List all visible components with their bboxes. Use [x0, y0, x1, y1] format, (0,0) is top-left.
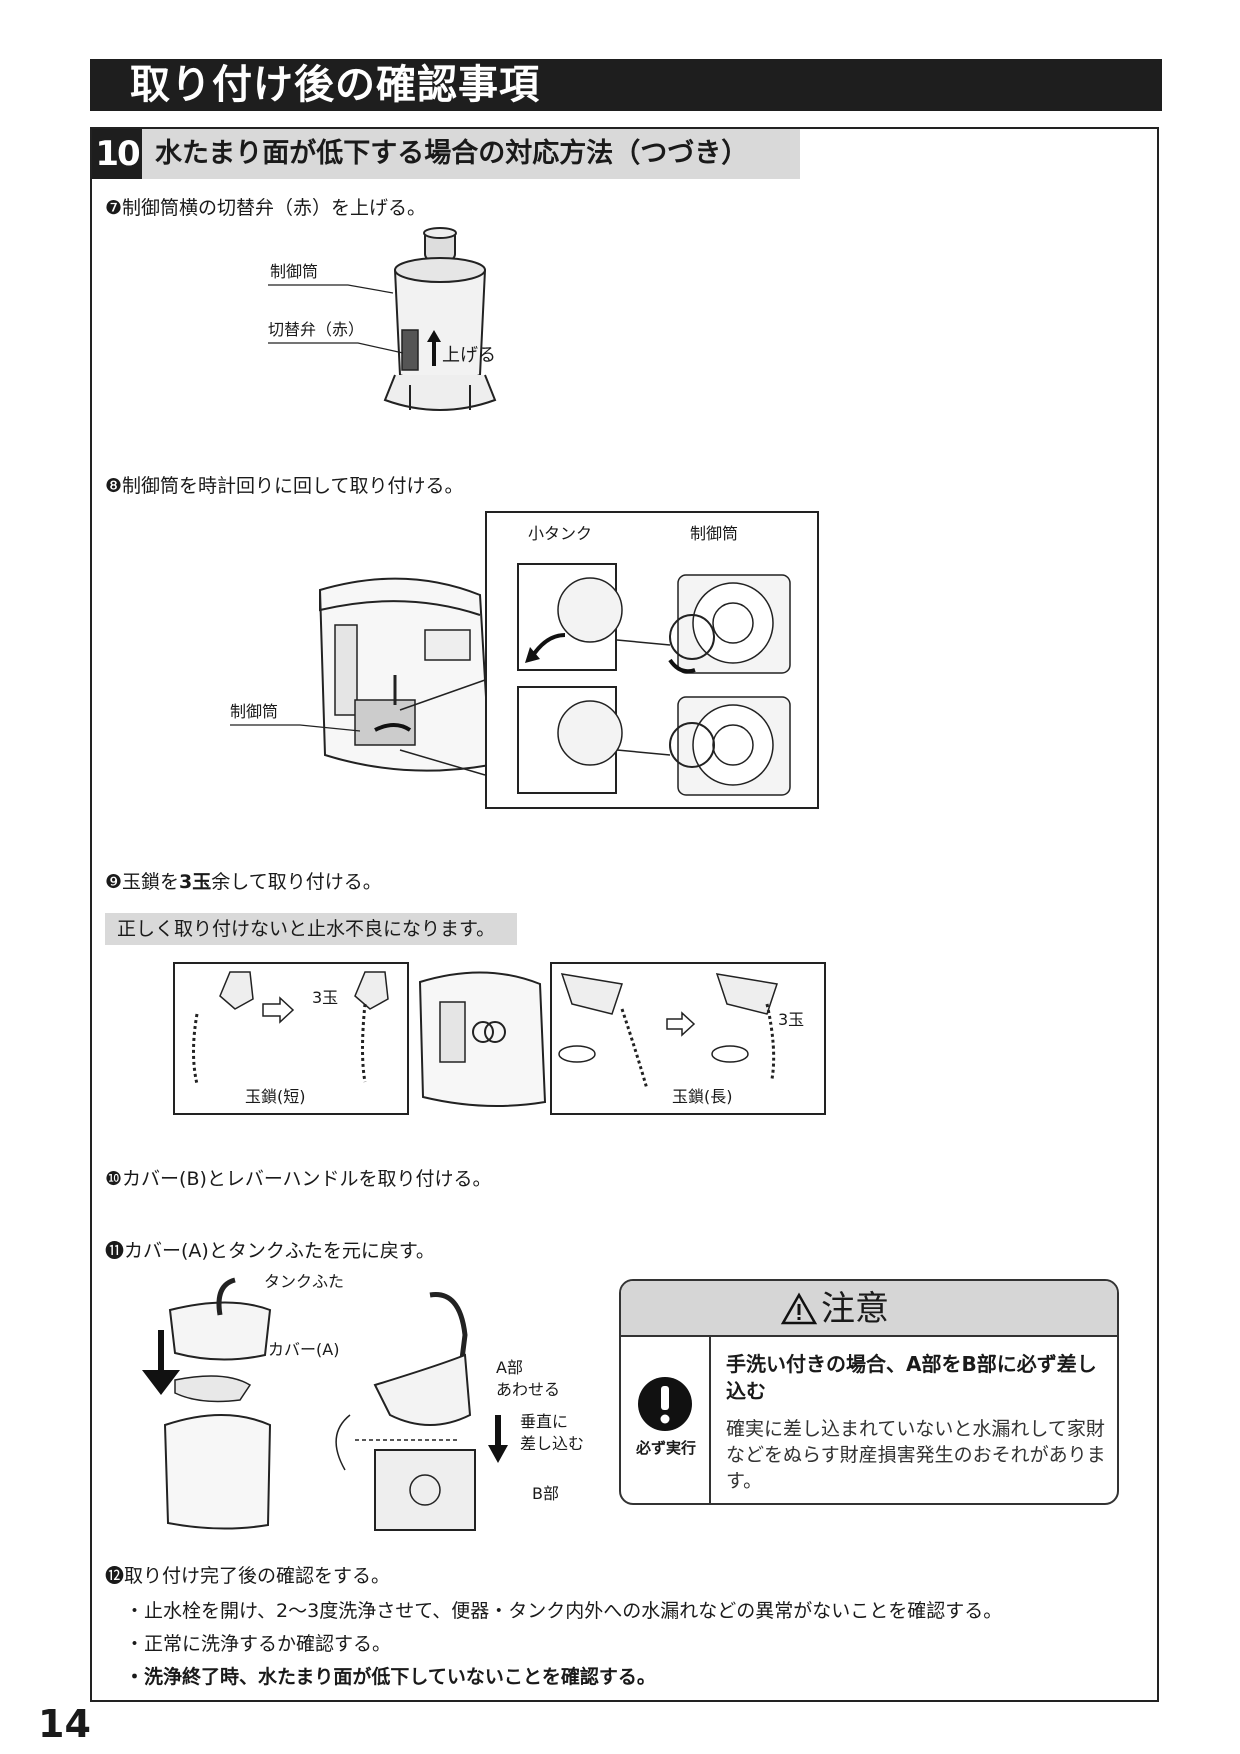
label-kirikaeben: 切替弁（赤） — [268, 320, 365, 339]
tank-cover-illustration — [142, 1277, 508, 1531]
label-ageru: 上げる — [442, 345, 496, 366]
leader-line — [268, 284, 394, 294]
step-7: ❼制御筒横の切替弁（赤）を上げる。 — [105, 197, 427, 219]
caution-title: 注意 — [821, 1289, 889, 1329]
label-3dama-1: 3玉 — [312, 988, 339, 1007]
tank-chain-illustration — [418, 971, 547, 1107]
caution-box: 注意 必ず実行 手洗い付きの場合、A部をB部に必ず差し込む 確実に差し込まれてい… — [619, 1279, 1119, 1505]
leader-line — [230, 724, 361, 732]
page-title: 取り付け後の確認事項 — [130, 62, 540, 108]
check-item-2: ・正常に洗浄するか確認する。 — [125, 1633, 392, 1655]
label-seigyotou-2: 制御筒 — [230, 702, 279, 721]
caution-main-text: 手洗い付きの場合、A部をB部に必ず差し込む — [726, 1352, 1097, 1403]
label-tamagusari-short: 玉鎖(短) — [245, 1087, 306, 1106]
label-kotank: 小タンク — [528, 524, 593, 543]
callout-lines — [399, 679, 486, 776]
label-tamagusari-long: 玉鎖(長) — [672, 1087, 733, 1106]
chain-short-illustration — [192, 971, 389, 1085]
warning-triangle-icon — [780, 1292, 818, 1325]
label-cover-a: カバー(A) — [268, 1340, 340, 1359]
label-awaseru: あわせる — [496, 1380, 561, 1399]
header-bar — [90, 59, 1162, 111]
dial-illustration — [525, 574, 791, 796]
arrow-up-icon — [427, 330, 441, 366]
caution-body-text: 確実に差し込まれていないと水漏れして家財などをぬらす財産損害発生のおそれがありま… — [726, 1418, 1106, 1492]
label-suichoku: 垂直に — [520, 1412, 569, 1431]
check-item-1: ・止水栓を開け、2〜3度洗浄させて、便器・タンク内外への水漏れなどの異常がないこ… — [125, 1600, 1003, 1622]
label-a-bu: A部 — [496, 1358, 523, 1377]
label-seigyotou-1: 制御筒 — [270, 262, 319, 281]
section-title: 水たまり面が低下する場合の対応方法（つづき） — [155, 138, 749, 169]
warning-text: 正しく取り付けないと止水不良になります。 — [117, 918, 496, 940]
step-9: ❾玉鎖を3玉余して取り付ける。 — [105, 871, 382, 893]
page-number: 14 — [38, 1702, 91, 1746]
chain-long-illustration — [558, 973, 778, 1090]
mandatory-action-icon — [638, 1377, 692, 1431]
label-b-bu: B部 — [532, 1484, 559, 1503]
control-cylinder-illustration — [383, 227, 497, 411]
caution-divider — [709, 1337, 711, 1503]
content-frame — [90, 127, 1159, 1702]
label-3dama-2: 3玉 — [778, 1010, 805, 1029]
step-11: ⓫カバー(A)とタンクふたを元に戻す。 — [105, 1240, 435, 1262]
check-item-3: ・洗浄終了時、水たまり面が低下していないことを確認する。 — [125, 1666, 656, 1688]
section-band — [92, 129, 800, 179]
section-number: 10 — [92, 129, 142, 179]
label-tank-futa: タンクふた — [264, 1272, 345, 1291]
caution-header — [621, 1281, 1117, 1337]
label-sashikomu: 差し込む — [520, 1434, 585, 1453]
warning-band — [105, 913, 517, 945]
label-seigyotou-3: 制御筒 — [690, 524, 739, 543]
leader-line — [268, 342, 404, 354]
must-do-label: 必ず実行 — [635, 1439, 696, 1457]
step-10: ❿カバー(B)とレバーハンドルを取り付ける。 — [105, 1168, 492, 1190]
step-12: ⓬取り付け完了後の確認をする。 — [105, 1565, 391, 1587]
step-8: ❽制御筒を時計回りに回して取り付ける。 — [105, 475, 464, 497]
